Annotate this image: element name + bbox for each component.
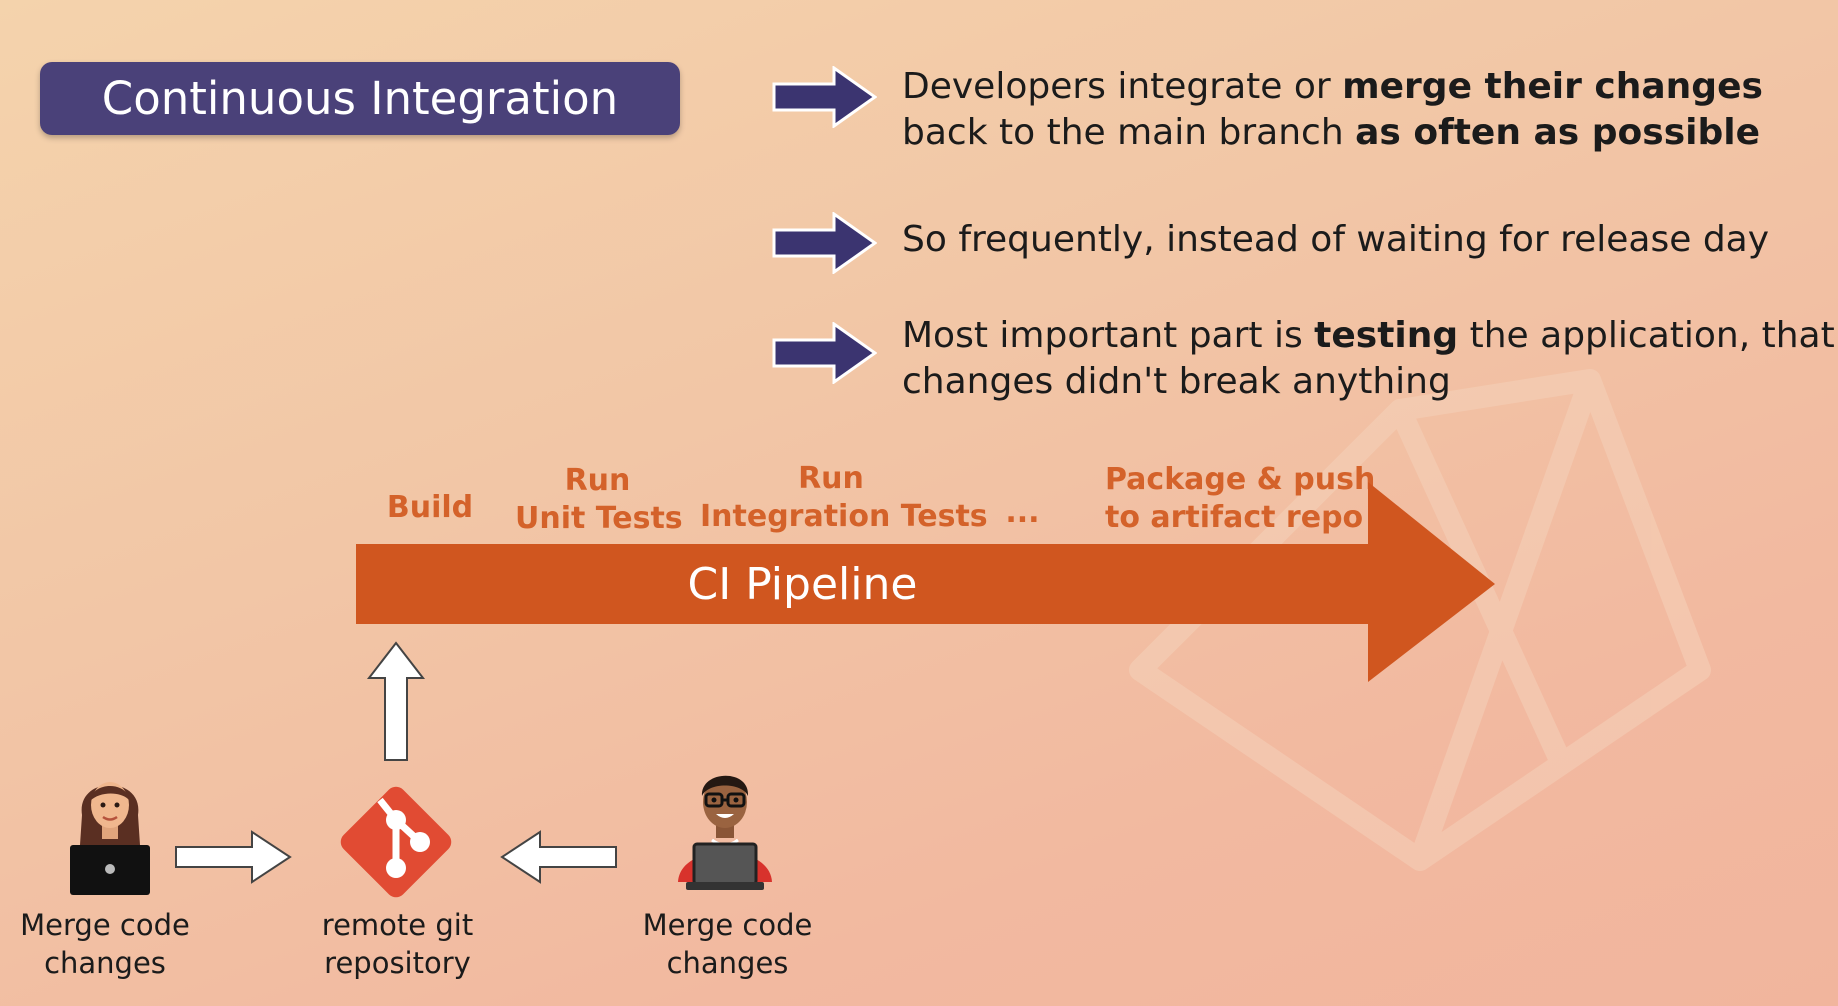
stage-build: Build bbox=[386, 490, 474, 525]
bullet-2-line-1: So frequently, instead of waiting for re… bbox=[902, 219, 1770, 260]
stage-ellipsis: ... bbox=[1005, 495, 1040, 530]
up-arrow-icon bbox=[366, 641, 426, 761]
pipeline-arrow bbox=[356, 482, 1495, 682]
bullet-3-line-2: changes didn't break anything bbox=[902, 361, 1451, 402]
developer-man-icon bbox=[678, 775, 772, 890]
bullet-3-line-1: Most important part is testing the appli… bbox=[902, 315, 1835, 356]
pipeline-label: CI Pipeline bbox=[687, 559, 918, 610]
left-arrow-icon bbox=[500, 830, 617, 884]
bullet-1-line-2: back to the main branch as often as poss… bbox=[902, 112, 1760, 153]
bullet-arrow-icon bbox=[772, 66, 877, 128]
bullet-arrow-icon bbox=[772, 322, 877, 384]
bullet-arrow-icon bbox=[772, 212, 877, 274]
page-title: Continuous Integration bbox=[40, 62, 680, 135]
right-arrow-icon bbox=[175, 830, 292, 884]
developer-woman-icon bbox=[70, 782, 150, 895]
bullet-1-line-1: Developers integrate or merge their chan… bbox=[902, 66, 1763, 107]
git-logo-icon bbox=[340, 786, 452, 898]
